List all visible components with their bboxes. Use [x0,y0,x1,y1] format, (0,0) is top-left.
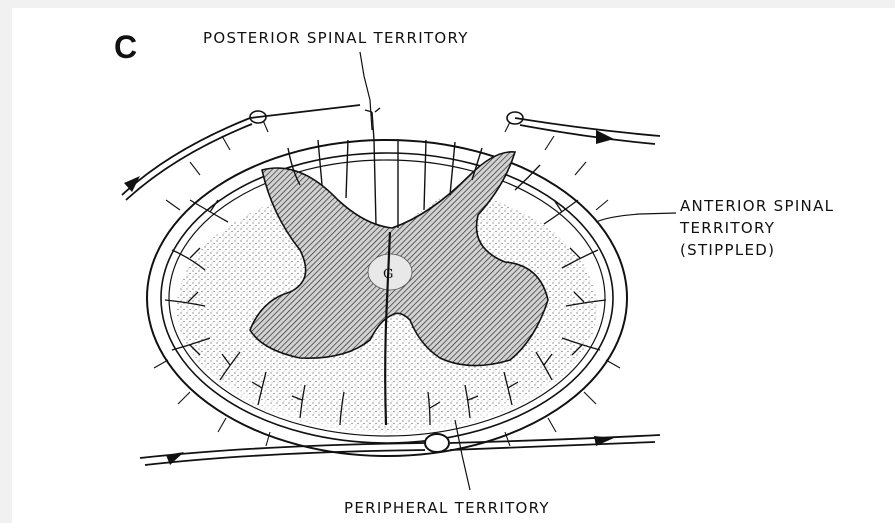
peripheral-territory-label: PERIPHERAL TERRITORY [344,500,550,517]
anterior-territory-label-line3: (STIPPLED) [680,242,775,259]
anterior-leader [596,213,676,222]
panel-letter: C [114,30,137,64]
posterior-leader [360,52,372,130]
anterior-spinal-artery [425,434,449,452]
arrow-right-upper [596,130,614,144]
anterior-territory-label-line2: TERRITORY [680,220,775,237]
posterior-territory-label: POSTERIOR SPINAL TERRITORY [203,30,469,47]
right-feeder-vessel [515,118,660,136]
anterior-territory-label-line1: ANTERIOR SPINAL [680,198,834,215]
